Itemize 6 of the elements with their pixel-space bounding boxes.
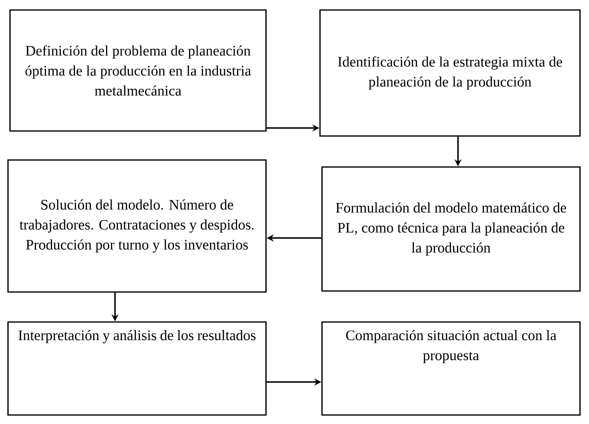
process-box: Formulación del modelo matemático de PL, como técnica para la planeación de la producción [321, 166, 581, 292]
process-box: Identificación de la estrategia mixta de planeación de la producción [319, 9, 581, 137]
process-box: Comparación situación actual con la propuesta [321, 321, 581, 416]
process-box: Interpretación y análisis de los resultados [7, 321, 267, 416]
process-box: Solución del modelo. Número de trabajadores. Contrataciones y despidos. Producción por turno y los inventarios [7, 159, 267, 293]
process-box: Definición del problema de planeación óptima de la producción en la industria metalmecánica [9, 9, 267, 132]
